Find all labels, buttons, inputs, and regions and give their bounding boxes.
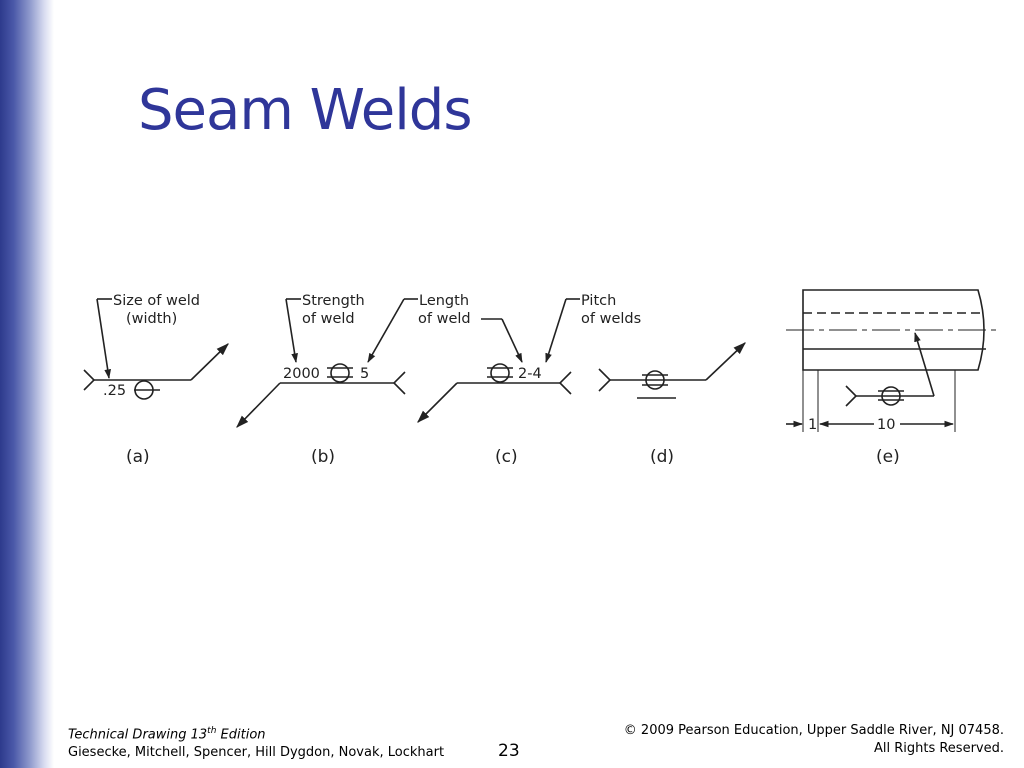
label-pitch: Pitch	[581, 293, 616, 309]
value-c-value: 2-4	[518, 366, 542, 382]
value-e-left: 1	[808, 417, 817, 433]
weld-symbol-c	[417, 298, 580, 423]
label-length: Length	[419, 293, 469, 309]
value-b-strength: 2000	[283, 366, 320, 382]
label-of-weld-length: of weld	[418, 311, 471, 327]
weld-symbol-d	[598, 342, 746, 399]
weld-symbol-b	[236, 298, 418, 428]
caption-b: (b)	[311, 447, 335, 467]
caption-a: (a)	[126, 447, 150, 467]
value-e-dim: 10	[877, 417, 895, 433]
label-of-weld-strength: of weld	[302, 311, 355, 327]
label-width: (width)	[126, 311, 177, 327]
label-size-of-weld: Size of weld	[113, 293, 200, 309]
rights-line: All Rights Reserved.	[873, 741, 1004, 756]
side-gradient-bar	[0, 0, 54, 768]
footer-authors: Giesecke, Mitchell, Spencer, Hill Dygdon…	[68, 745, 445, 761]
caption-d: (d)	[650, 447, 674, 467]
copyright-line: © 2009 Pearson Education, Upper Saddle R…	[623, 723, 1004, 738]
page-number: 23	[498, 741, 520, 761]
caption-c: (c)	[495, 447, 518, 467]
caption-e: (e)	[876, 447, 900, 467]
page-title: Seam Welds	[138, 78, 472, 143]
weld-detail-e	[786, 289, 996, 432]
value-b-value: 5	[360, 366, 369, 382]
label-strength: Strength	[302, 293, 365, 309]
footer-copyright: © 2009 Pearson Education, Upper Saddle R…	[624, 722, 1004, 758]
footer-edition: Technical Drawing 13th Edition	[68, 726, 266, 743]
footer-book-info: Technical Drawing 13th Edition Giesecke,…	[68, 722, 444, 762]
value-a-size: .25	[103, 383, 126, 399]
label-of-welds: of welds	[581, 311, 641, 327]
weld-symbol-a	[83, 298, 229, 400]
